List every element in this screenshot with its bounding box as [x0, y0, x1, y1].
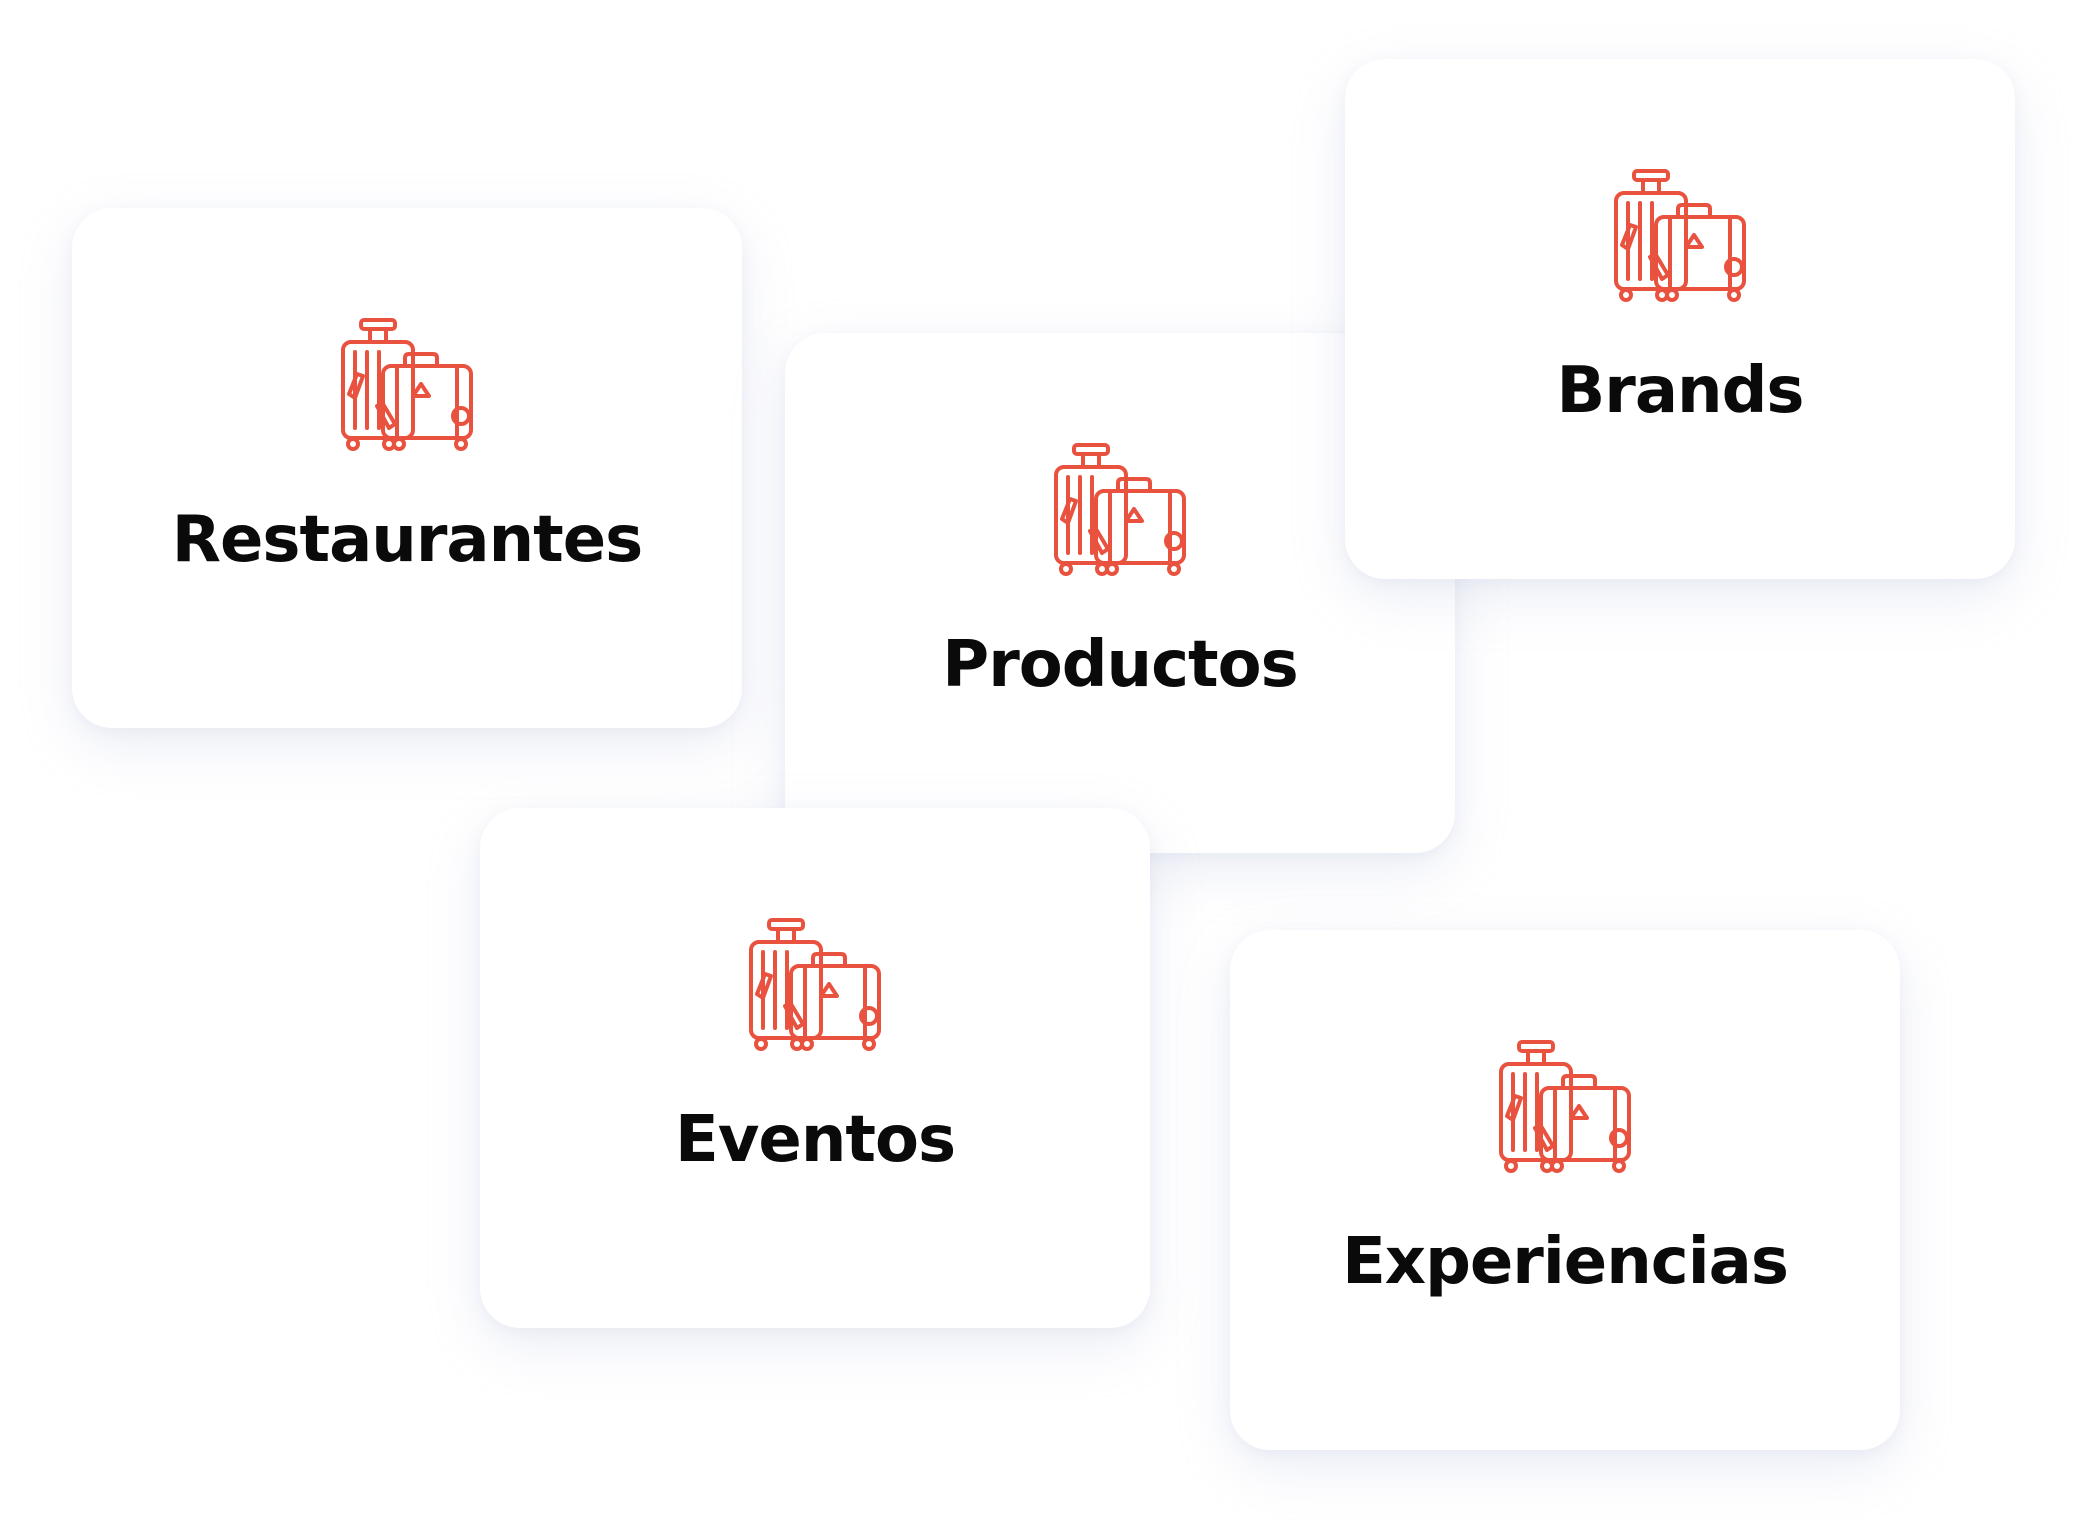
luggage-icon	[1050, 441, 1190, 577]
category-card-restaurantes[interactable]: Restaurantes	[72, 208, 742, 728]
category-label: Experiencias	[1342, 1225, 1789, 1299]
luggage-icon	[745, 916, 885, 1052]
category-label: Eventos	[674, 1103, 956, 1177]
category-label: Productos	[942, 628, 1298, 702]
category-card-brands[interactable]: Brands	[1345, 59, 2015, 579]
luggage-icon	[1610, 167, 1750, 303]
category-card-experiencias[interactable]: Experiencias	[1230, 930, 1900, 1450]
category-card-productos[interactable]: Productos	[785, 333, 1455, 853]
category-label: Brands	[1556, 354, 1805, 428]
category-card-eventos[interactable]: Eventos	[480, 808, 1150, 1328]
category-label: Restaurantes	[171, 503, 644, 577]
luggage-icon	[337, 316, 477, 452]
luggage-icon	[1495, 1038, 1635, 1174]
